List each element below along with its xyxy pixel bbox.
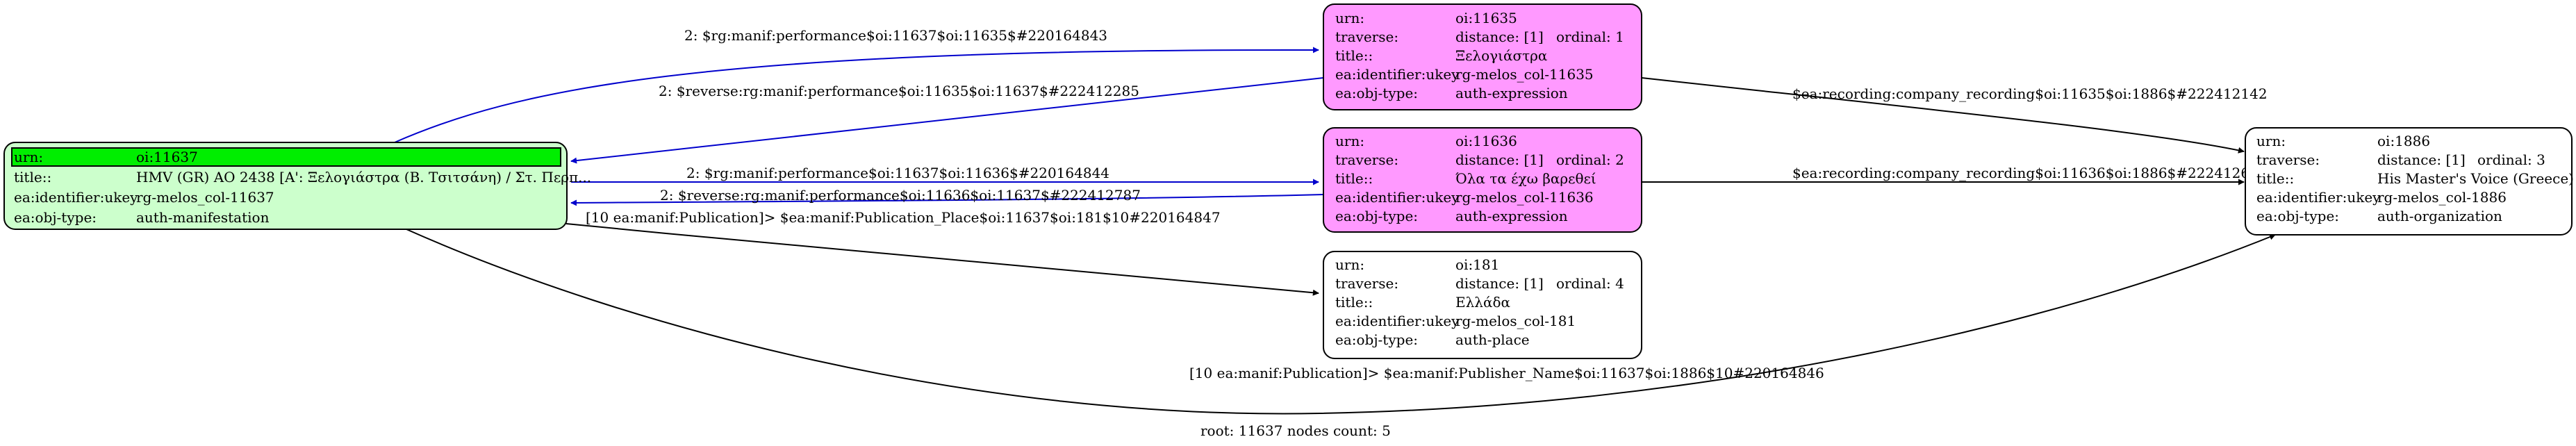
row-key: traverse: bbox=[1335, 275, 1398, 292]
row-value: ordinal: 4 bbox=[1556, 275, 1624, 292]
row-value: rg-melos_col-11637 bbox=[136, 189, 274, 206]
row-key: ea:obj-type: bbox=[14, 209, 97, 226]
edge-label: 2: $rg:manif:performance$oi:11637$oi:116… bbox=[686, 165, 1109, 181]
row-value: rg-melos_col-1886 bbox=[2377, 189, 2507, 206]
row-key: ea:obj-type: bbox=[1335, 208, 1418, 224]
row-value: rg-melos_col-11636 bbox=[1455, 189, 1594, 206]
edge-label: $ea:recording:company_recording$oi:11635… bbox=[1792, 85, 2268, 102]
node-181[interactable]: urn: oi:181 traverse: distance: [1] ordi… bbox=[1323, 251, 1642, 359]
row-key: ea:identifier:ukey bbox=[2256, 189, 2381, 206]
edge-label: $ea:recording:company_recording$oi:11636… bbox=[1792, 165, 2268, 181]
row-key: ea:obj-type: bbox=[2256, 208, 2339, 224]
row-value: oi:11635 bbox=[1455, 10, 1517, 26]
node-1886[interactable]: urn: oi:1886 traverse: distance: [1] ord… bbox=[2245, 127, 2574, 236]
row-value: distance: [1] bbox=[1455, 275, 1544, 292]
node-box bbox=[1323, 127, 1642, 233]
row-key: urn: bbox=[1335, 256, 1364, 273]
row-key: ea:identifier:ukey bbox=[14, 189, 138, 206]
row-value: ordinal: 1 bbox=[1556, 28, 1624, 45]
edge-11637-to-1886: [10 ea:manif:Publication]> $ea:manif:Pub… bbox=[406, 229, 2276, 415]
row-value: His Master's Voice (Greece) bbox=[2377, 170, 2574, 187]
row-key: title:: bbox=[1335, 170, 1373, 187]
row-value: oi:181 bbox=[1455, 256, 1499, 273]
row-value: Όλα τα έχω βαρεθεί bbox=[1455, 170, 1596, 187]
edge-11635-to-11637: 2: $reverse:rg:manif:performance$oi:1163… bbox=[570, 77, 1324, 164]
edge-line bbox=[1641, 77, 2245, 154]
edge-label: 2: $reverse:rg:manif:performance$oi:1163… bbox=[659, 83, 1139, 99]
row-value: Ελλάδα bbox=[1455, 294, 1510, 311]
edge-line bbox=[394, 47, 1319, 143]
edge-label: 2: $reverse:rg:manif:performance$oi:1163… bbox=[660, 187, 1141, 204]
row-value: HMV (GR) AO 2438 [A': Ξελογιάστρα (Β. Τσ… bbox=[136, 169, 591, 185]
row-value: auth-manifestation bbox=[136, 209, 270, 226]
row-value: rg-melos_col-11635 bbox=[1455, 66, 1594, 83]
row-value: ordinal: 2 bbox=[1556, 151, 1624, 168]
row-value: auth-expression bbox=[1455, 208, 1568, 224]
row-value: rg-melos_col-181 bbox=[1455, 313, 1576, 329]
row-key: traverse: bbox=[2256, 151, 2320, 168]
edge-11635-to-1886: $ea:recording:company_recording$oi:11635… bbox=[1641, 77, 2268, 154]
row-key: urn: bbox=[1335, 133, 1364, 149]
node-box bbox=[1323, 251, 1642, 359]
row-value: distance: [1] bbox=[1455, 28, 1544, 45]
row-value: auth-expression bbox=[1455, 85, 1568, 101]
node-11637[interactable]: urn: oi:11637 title:: HMV (GR) AO 2438 [… bbox=[3, 142, 591, 230]
row-value: oi:1886 bbox=[2377, 133, 2430, 149]
row-key: title:: bbox=[2256, 170, 2294, 187]
edge-label: [10 ea:manif:Publication]> $ea:manif:Pub… bbox=[586, 209, 1221, 226]
node-box bbox=[1323, 3, 1642, 110]
edge-11636-to-11637: 2: $reverse:rg:manif:performance$oi:1163… bbox=[570, 187, 1324, 206]
node-box bbox=[2245, 127, 2573, 236]
row-value: Ξελογιάστρα bbox=[1455, 47, 1547, 64]
edge-11637-to-11635: 2: $rg:manif:performance$oi:11637$oi:116… bbox=[394, 27, 1319, 143]
row-key: urn: bbox=[1335, 10, 1364, 26]
edge-11637-to-181: [10 ea:manif:Publication]> $ea:manif:Pub… bbox=[565, 209, 1319, 296]
edge-label: [10 ea:manif:Publication]> $ea:manif:Pub… bbox=[1189, 365, 1824, 381]
row-value: auth-place bbox=[1455, 331, 1530, 348]
row-value: oi:11637 bbox=[136, 149, 198, 165]
row-value: distance: [1] bbox=[2377, 151, 2466, 168]
row-value: auth-organization bbox=[2377, 208, 2502, 224]
row-value: ordinal: 3 bbox=[2477, 151, 2545, 168]
row-key: urn: bbox=[14, 149, 43, 165]
edge-11637-to-11636: 2: $rg:manif:performance$oi:11637$oi:116… bbox=[571, 165, 1319, 185]
row-key: ea:identifier:ukey bbox=[1335, 189, 1460, 206]
row-key: urn: bbox=[2256, 133, 2286, 149]
row-key: traverse: bbox=[1335, 28, 1398, 45]
row-key: ea:identifier:ukey bbox=[1335, 66, 1460, 83]
node-highlight-row bbox=[11, 147, 561, 167]
edge-11636-to-1886: $ea:recording:company_recording$oi:11636… bbox=[1642, 165, 2268, 185]
row-value: distance: [1] bbox=[1455, 151, 1544, 168]
row-key: ea:identifier:ukey bbox=[1335, 313, 1460, 329]
node-11635[interactable]: urn: oi:11635 traverse: distance: [1] or… bbox=[1323, 3, 1642, 110]
row-key: ea:obj-type: bbox=[1335, 85, 1418, 101]
row-key: title:: bbox=[1335, 47, 1373, 64]
edge-line bbox=[406, 229, 2276, 415]
row-key: ea:obj-type: bbox=[1335, 331, 1418, 348]
row-value: oi:11636 bbox=[1455, 133, 1517, 149]
edge-line bbox=[565, 223, 1319, 296]
node-11636[interactable]: urn: oi:11636 traverse: distance: [1] or… bbox=[1323, 127, 1642, 233]
row-key: title:: bbox=[1335, 294, 1373, 311]
edge-label: 2: $rg:manif:performance$oi:11637$oi:116… bbox=[684, 27, 1107, 44]
graph-footer: root: 11637 nodes count: 5 bbox=[1200, 422, 1391, 439]
edge-line bbox=[570, 194, 1324, 206]
footer-label: root: 11637 nodes count: 5 bbox=[1200, 422, 1391, 439]
row-key: title:: bbox=[14, 169, 51, 185]
row-key: traverse: bbox=[1335, 151, 1398, 168]
